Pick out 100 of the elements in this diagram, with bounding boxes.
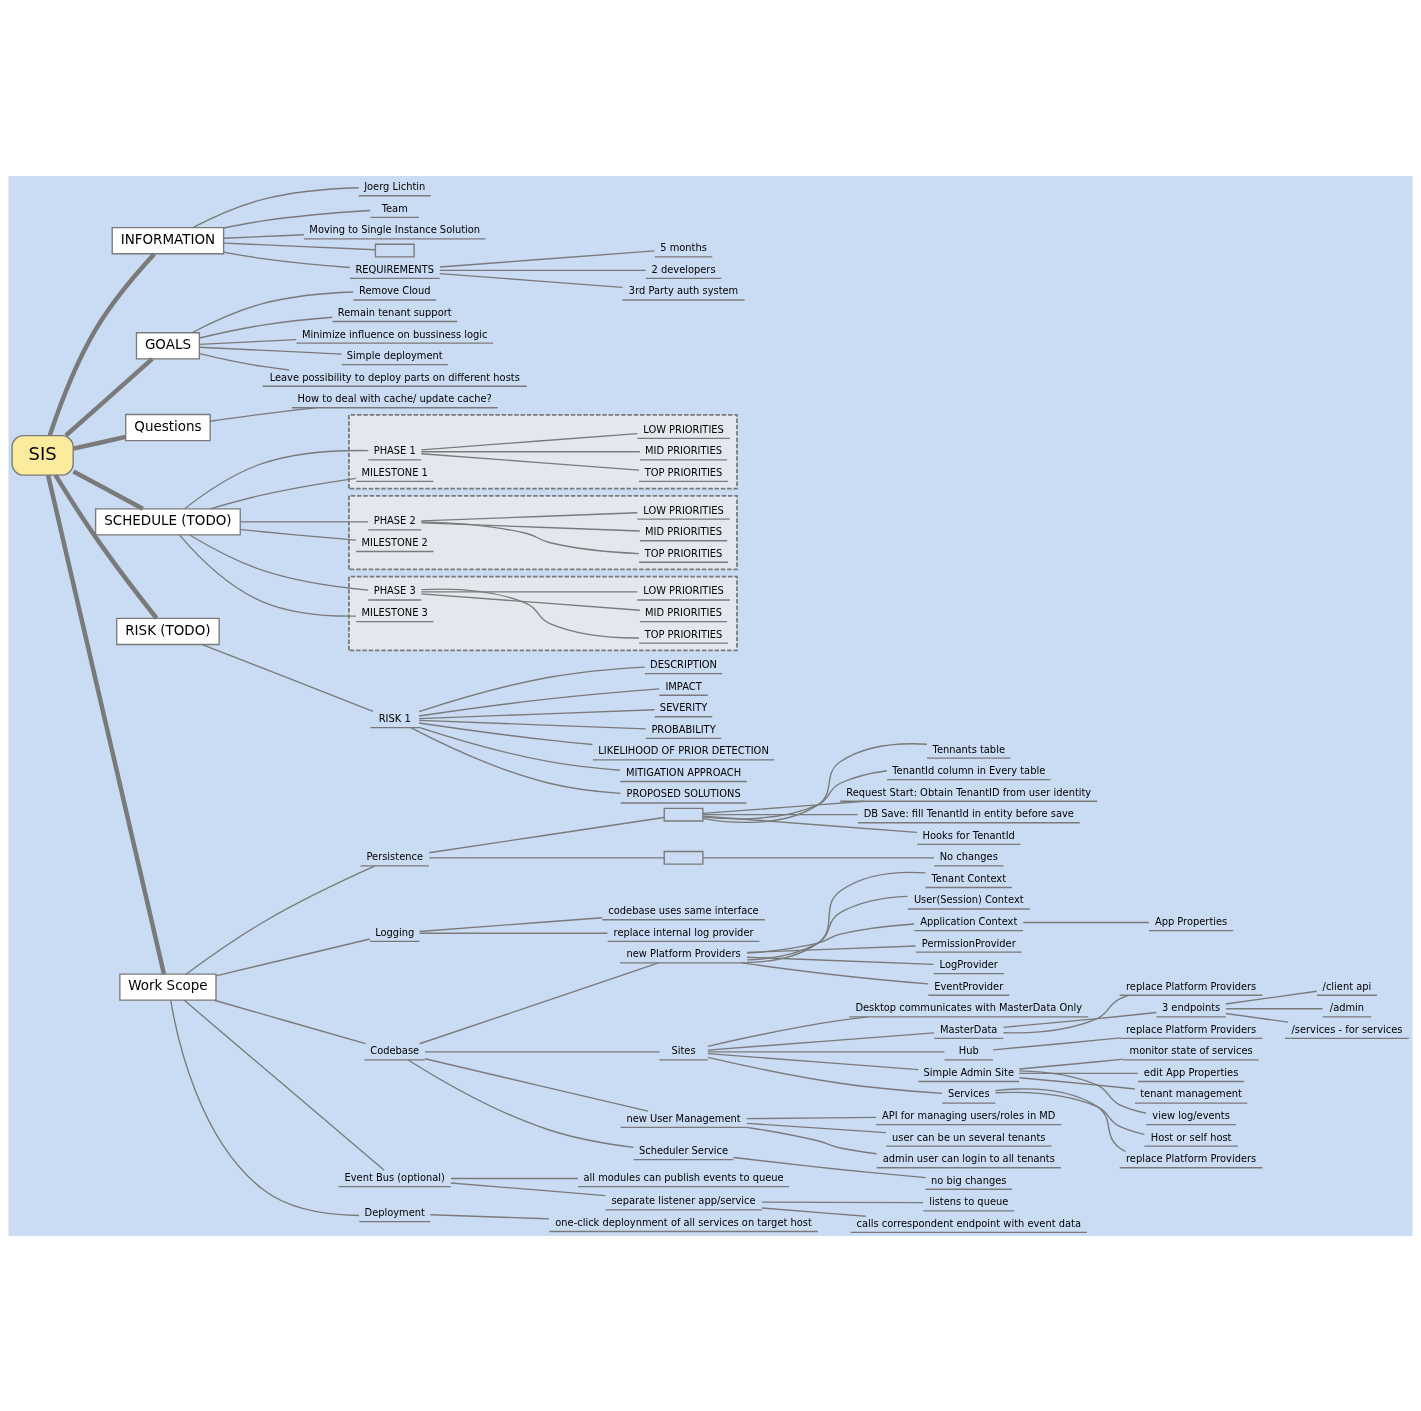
connector <box>420 452 640 471</box>
node-text: MasterData <box>940 1023 998 1035</box>
node-text: MILESTONE 1 <box>361 466 428 478</box>
node-text: tenant management <box>1140 1087 1242 1099</box>
connector <box>424 1057 649 1112</box>
connector <box>47 251 156 436</box>
connector <box>707 1015 869 1047</box>
connector <box>418 708 656 719</box>
node-text: MILESTONE 3 <box>361 606 428 618</box>
connector <box>72 434 126 451</box>
connector <box>215 937 371 977</box>
connector <box>223 250 351 268</box>
node-text: LOW PRIORITIES <box>643 423 724 435</box>
node-text: DB Save: fill TenantId in entity before save <box>863 807 1074 819</box>
node-text: new Platform Providers <box>626 947 741 959</box>
connector <box>707 1056 943 1094</box>
node-text: admin user can login to all tenants <box>882 1152 1055 1164</box>
cluster <box>348 494 738 570</box>
connector <box>1002 1011 1157 1028</box>
connector <box>702 800 866 814</box>
node-text: SEVERITY <box>659 701 708 713</box>
connector <box>428 816 665 853</box>
connector <box>450 1177 579 1179</box>
connector <box>746 956 935 965</box>
connector <box>1225 1007 1324 1009</box>
node-text: How to deal with cache/ update cache? <box>297 392 492 404</box>
node-text: PHASE 1 <box>373 444 416 456</box>
node-text: TOP PRIORITIES <box>644 547 723 559</box>
connector <box>420 450 641 452</box>
node-text: replace internal log provider <box>613 926 754 938</box>
node-text: Tennants table <box>932 743 1005 755</box>
node-text: RISK 1 <box>378 712 411 724</box>
cluster <box>348 413 738 489</box>
node-text: TOP PRIORITIES <box>644 628 723 640</box>
node-box <box>374 243 415 258</box>
connector <box>746 922 915 954</box>
connector <box>418 721 594 745</box>
node-box <box>663 807 704 822</box>
node-text: listens to queue <box>929 1195 1009 1207</box>
connector <box>223 233 305 239</box>
node-text: Simple Admin Site <box>923 1066 1014 1078</box>
connector <box>420 592 641 611</box>
node-text: TOP PRIORITIES <box>644 466 723 478</box>
node-text: no big changes <box>931 1174 1007 1186</box>
node-text: PHASE 2 <box>373 514 416 526</box>
connector <box>1018 1057 1124 1070</box>
node-text: EventProvider <box>934 980 1004 992</box>
node-text: Codebase <box>370 1044 420 1056</box>
node-text: 3 endpoints <box>1161 1001 1221 1013</box>
connector <box>192 186 360 228</box>
connector <box>420 520 640 554</box>
connector <box>745 1126 878 1154</box>
node-text: /services - for services <box>1291 1023 1403 1035</box>
connector <box>761 1206 867 1217</box>
connector <box>418 961 660 1044</box>
node-text: edit App Properties <box>1143 1066 1239 1078</box>
connector <box>420 521 641 532</box>
connector <box>707 1050 946 1053</box>
node-text: DESCRIPTION <box>650 658 717 670</box>
connector <box>185 864 376 975</box>
node-text: new User Management <box>626 1112 741 1124</box>
connector <box>239 528 357 541</box>
connector <box>420 587 640 639</box>
node-text: Remove Cloud <box>359 284 431 296</box>
connector <box>746 871 927 963</box>
node-text: 5 months <box>660 241 707 253</box>
node-text: Leave possibility to deploy parts on different hosts <box>269 371 520 383</box>
node-text: /admin <box>1329 1001 1365 1013</box>
connector <box>183 449 369 509</box>
connector <box>223 209 371 229</box>
node-text: /client api <box>1322 980 1372 992</box>
connector <box>1022 921 1150 923</box>
connector <box>213 999 367 1044</box>
node-text: Hub <box>958 1044 979 1056</box>
node-text: TenantId column in Every table <box>892 764 1046 776</box>
connector <box>745 1116 877 1119</box>
connector <box>746 895 909 961</box>
connector <box>1225 1012 1289 1023</box>
node-text: monitor state of services <box>1129 1044 1253 1056</box>
node-text: Sites <box>671 1044 696 1056</box>
connector <box>209 406 317 422</box>
connector <box>418 726 621 771</box>
node-text: Hooks for TenantId <box>922 829 1015 841</box>
connector <box>420 590 638 593</box>
connector <box>1018 1069 1147 1114</box>
connector <box>418 916 603 932</box>
node-text: App Properties <box>1154 915 1228 927</box>
node-text: Remain tenant support <box>337 306 452 318</box>
connector <box>420 511 638 522</box>
connector <box>439 269 647 271</box>
connector <box>198 352 290 371</box>
node-text: Event Bus (optional) <box>344 1171 445 1183</box>
node-text: replace Platform Providers <box>1125 1023 1257 1035</box>
connector <box>424 1050 660 1053</box>
node-text: Request Start: Obtain TenantID from user identity <box>846 786 1092 798</box>
node-text: REQUIREMENTS <box>355 263 435 275</box>
connector <box>702 742 928 823</box>
node-text: all modules can publish events to queue <box>583 1171 784 1183</box>
connector <box>994 1087 1127 1152</box>
node-text: Team <box>381 202 408 214</box>
